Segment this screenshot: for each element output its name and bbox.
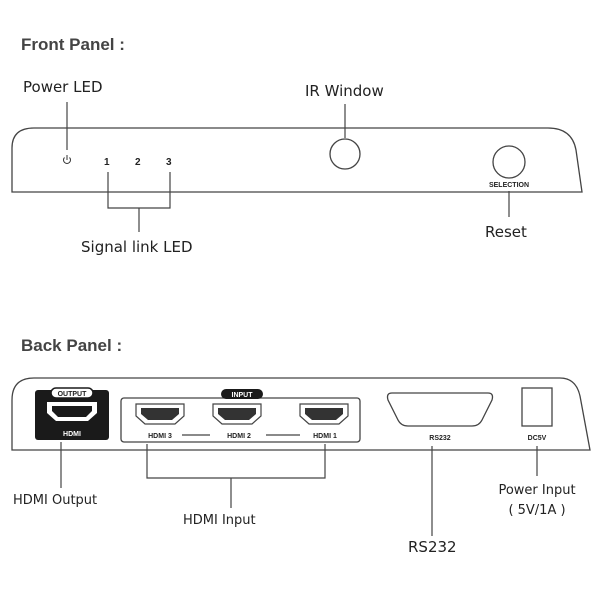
hdmi-output-label: HDMI Output (13, 493, 97, 508)
signal-link-label: Signal link LED (81, 238, 193, 256)
hdmi-3-port[interactable] (135, 403, 185, 425)
power-input-label: Power Input (498, 483, 575, 498)
output-badge-text: OUTPUT (58, 391, 88, 398)
back-panel-title: Back Panel : (21, 336, 122, 355)
dc-port-text: DC5V (528, 435, 547, 442)
signal-led-2: 2 (135, 157, 141, 168)
ir-window (329, 138, 361, 170)
dc-power-port[interactable] (521, 387, 553, 427)
reset-label: Reset (485, 223, 527, 241)
front-panel-body (11, 127, 583, 193)
power-input-spec: ( 5V/1A ) (508, 503, 565, 518)
hdmi-output-port-inner (52, 406, 92, 417)
selection-button[interactable] (492, 145, 526, 179)
hdmi-2-port[interactable] (212, 403, 262, 425)
back-panel-body (11, 377, 591, 451)
hdmi-1-port[interactable] (299, 403, 349, 425)
hdmi-1-text: HDMI 1 (313, 433, 337, 440)
power-icon (63, 155, 71, 164)
rs232-port-text: RS232 (429, 435, 451, 442)
output-badge (50, 387, 94, 399)
power-led-label: Power LED (23, 78, 103, 96)
ir-window-label: IR Window (305, 82, 384, 100)
hdmi-3-text: HDMI 3 (148, 433, 172, 440)
hdmi-input-label: HDMI Input (183, 513, 256, 528)
hdmi-output-port-text: HDMI (63, 431, 81, 438)
input-badge-text: INPUT (232, 392, 254, 399)
hdmi-input-bracket (146, 444, 326, 508)
selection-text: SELECTION (489, 182, 529, 189)
signal-led-bracket (107, 172, 171, 232)
front-panel-title: Front Panel : (21, 35, 125, 54)
input-badge (221, 389, 263, 399)
rs232-port[interactable] (386, 392, 494, 427)
rs232-label: RS232 (408, 538, 457, 556)
signal-led-1: 1 (104, 157, 110, 168)
signal-led-3: 3 (166, 157, 172, 168)
hdmi-2-text: HDMI 2 (227, 433, 251, 440)
